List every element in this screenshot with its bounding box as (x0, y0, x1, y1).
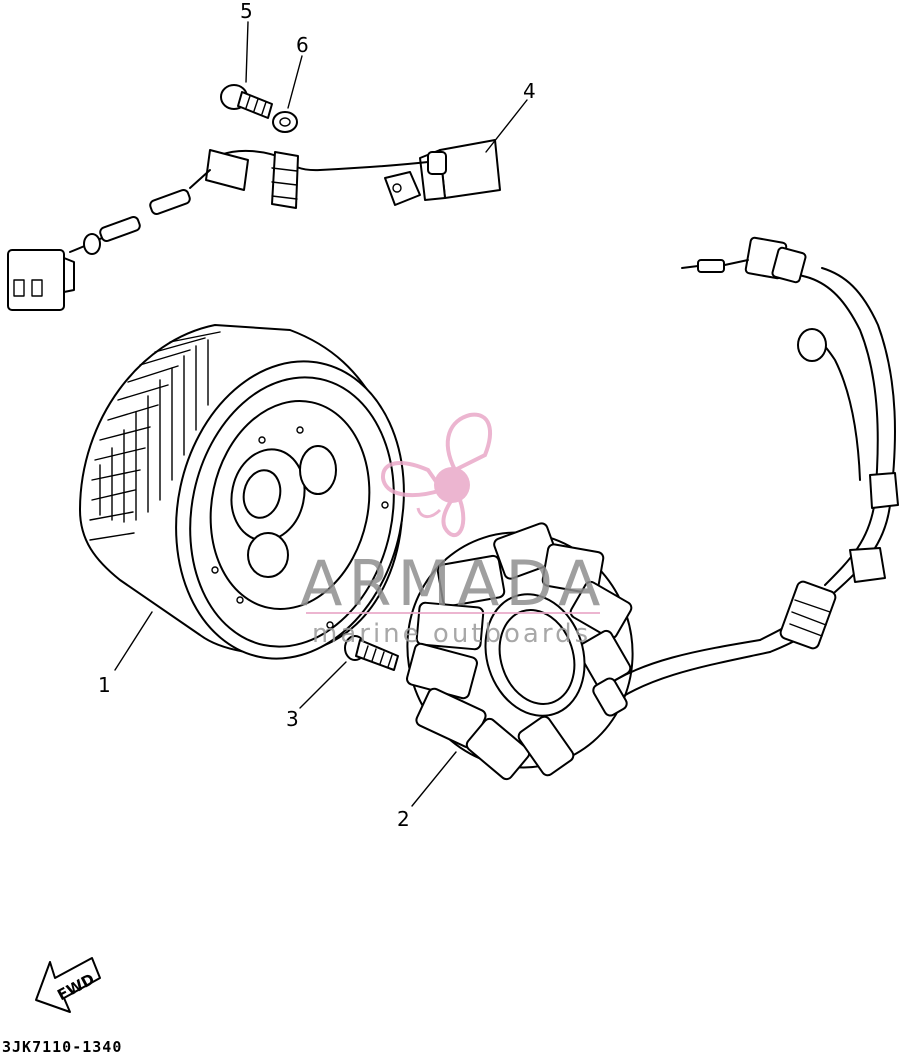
propeller-logo-icon (381, 412, 492, 537)
callout-6: 6 (296, 33, 309, 57)
pulser-wire-harness (7, 149, 299, 311)
pulser-coil (287, 139, 501, 206)
watermark-tagline: marine outboards (312, 619, 591, 649)
armada-watermark: ARMADA marine outboards (300, 412, 606, 649)
callout-labels: 5 6 4 1 3 2 (98, 0, 536, 831)
callout-1: 1 (98, 673, 111, 697)
drawing-code: 3JK7110-1340 (2, 1038, 122, 1055)
stator-assembly (406, 522, 771, 781)
flywheel-cooling-fins (89, 331, 221, 541)
watermark-brand: ARMADA (300, 547, 606, 620)
callout-3: 3 (286, 707, 299, 731)
callout-5: 5 (240, 0, 253, 23)
flywheel-rotor (79, 324, 405, 660)
callout-4: 4 (523, 79, 536, 103)
stator-bolt (344, 635, 399, 671)
washer (272, 111, 298, 133)
pulser-bolt (220, 84, 273, 119)
stator-coils (406, 522, 633, 781)
forward-direction-arrow: FWD (35, 957, 101, 1013)
callout-2: 2 (397, 807, 410, 831)
leader-lines (114, 21, 528, 807)
stator-wire-harness (681, 236, 899, 653)
